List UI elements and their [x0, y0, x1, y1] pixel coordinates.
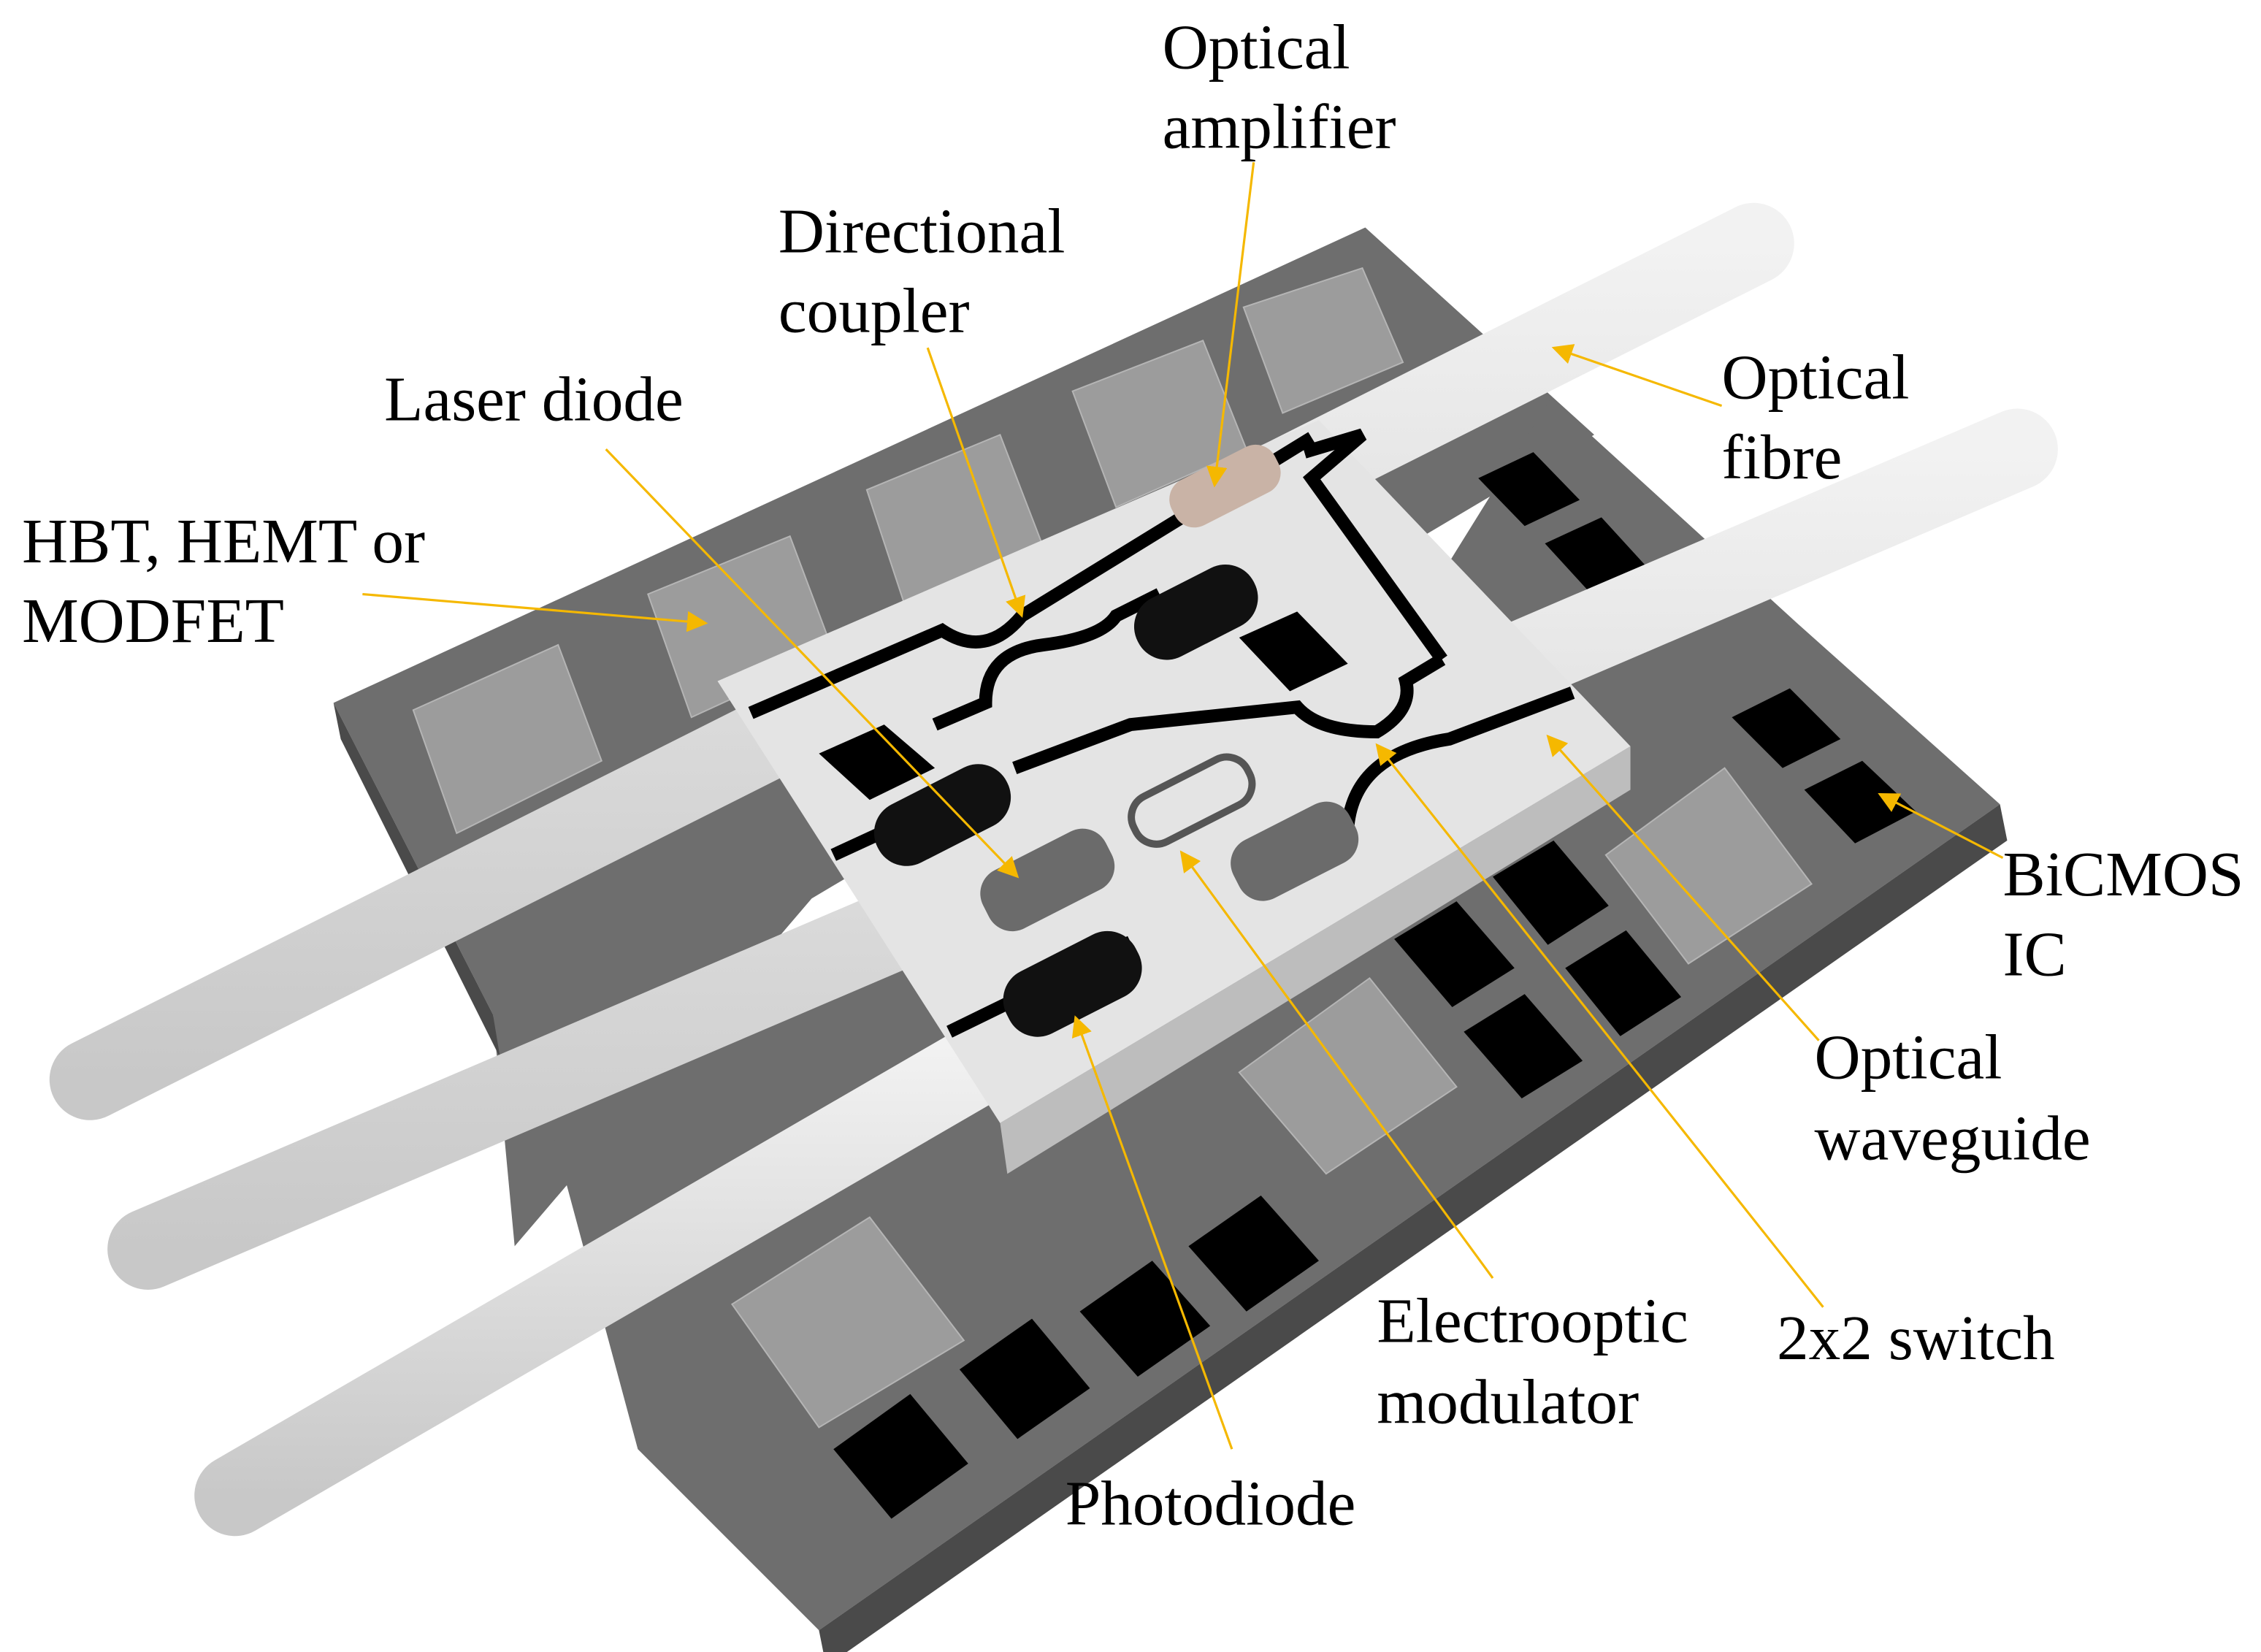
laser-diode [873, 764, 1011, 866]
hbt-pad [412, 643, 603, 835]
label-optical-fibre: Optical [1722, 342, 1910, 413]
laser-diode [1133, 564, 1258, 660]
label-hbt: HBT, HEMT or [22, 505, 425, 576]
label-electrooptic-modulator: Electrooptic [1377, 1285, 1688, 1355]
leader-lines [362, 162, 2004, 1450]
optical-platform [717, 420, 1631, 1174]
label-laser-diode: Laser diode [384, 363, 684, 434]
electrooptic-modulator-ring [1128, 753, 1256, 848]
lower-bicmos-chip [536, 398, 2008, 1652]
label-electrooptic-modulator-2: modulator [1377, 1366, 1639, 1437]
label-optical-waveguide: Optical [1815, 1021, 2002, 1092]
optical-fibre [194, 1003, 1055, 1537]
label-optical-fibre-2: fibre [1722, 421, 1843, 492]
label-photodiode: Photodiode [1066, 1467, 1356, 1538]
label-optical-waveguide-2: waveguide [1815, 1102, 2091, 1173]
electro-modulator-right [1231, 801, 1359, 901]
label-directional-coupler: Directional [778, 195, 1066, 266]
labels: Optical amplifier Directional coupler La… [22, 11, 2243, 1538]
label-hbt-2: MODFET [22, 585, 284, 656]
label-2x2-switch: 2x2 switch [1777, 1302, 2055, 1373]
label-bicmos-2: IC [2002, 918, 2066, 989]
hbt-pad [1242, 267, 1404, 414]
label-optical-amplifier: Optical [1163, 11, 1350, 82]
label-directional-coupler-2: coupler [778, 275, 970, 345]
optical-waveguide [748, 432, 1315, 719]
label-bicmos: BiCMOS [2002, 838, 2243, 909]
label-optical-amplifier-2: amplifier [1163, 91, 1396, 161]
bicmos-ic-block [1804, 760, 1916, 844]
photodiode [1003, 930, 1142, 1037]
electro-modulator-left [980, 828, 1115, 932]
